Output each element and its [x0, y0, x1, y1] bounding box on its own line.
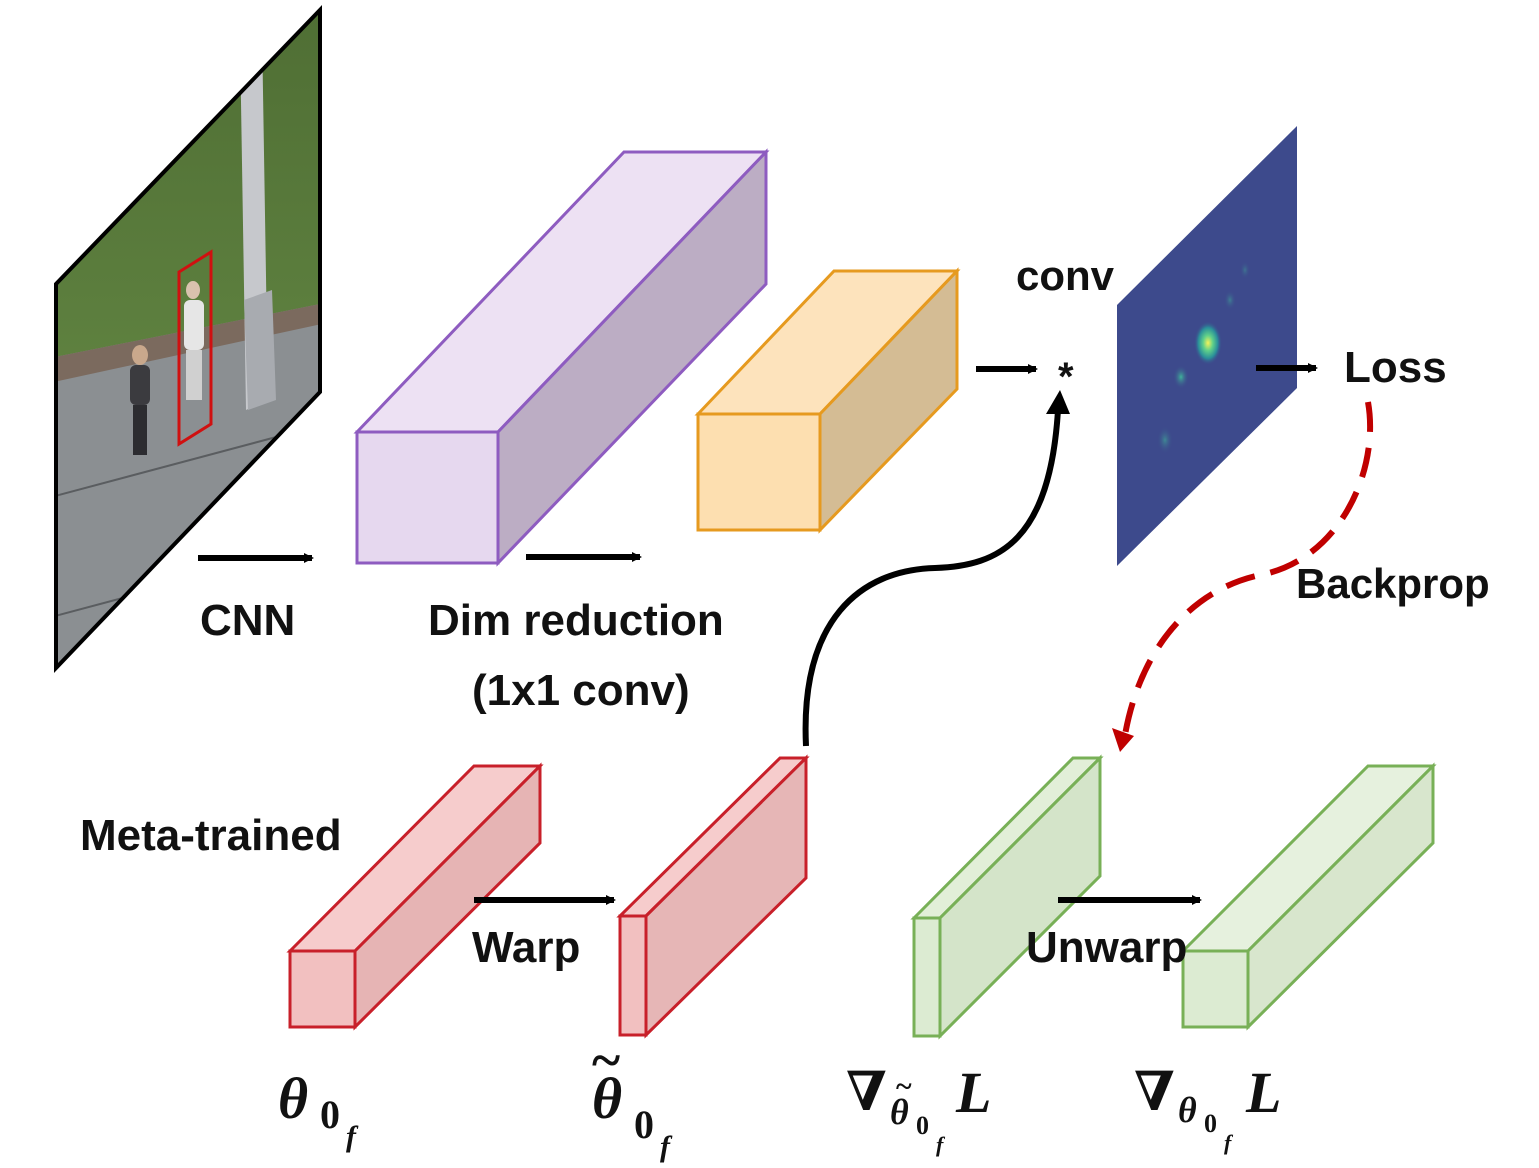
cnn-label: CNN [200, 596, 295, 645]
svg-text:~: ~ [896, 1070, 912, 1103]
gradient-math-label: ∇ θ 0 f L [1134, 1060, 1281, 1155]
warp-label: Warp [472, 923, 580, 972]
svg-text:0: 0 [1204, 1109, 1217, 1138]
backprop-arrow [1122, 401, 1374, 736]
svg-text:f: f [1224, 1130, 1234, 1155]
svg-text:f: f [346, 1120, 359, 1153]
meta-trained-label: Meta-trained [80, 811, 342, 860]
input-frame-image [54, 5, 322, 673]
backprop-label: Backprop [1296, 560, 1490, 607]
svg-text:0: 0 [916, 1111, 929, 1140]
dim-reduction-label: Dim reduction [428, 596, 724, 645]
unwarp-label: Unwarp [1026, 923, 1187, 972]
svg-text:θ: θ [1178, 1090, 1197, 1130]
target-bounding-box [177, 249, 213, 447]
feature-block-purple [353, 148, 770, 567]
gradient-block-unwarped [1179, 762, 1437, 1031]
svg-text:f: f [660, 1130, 673, 1163]
svg-text:f: f [936, 1132, 946, 1157]
response-map [1117, 126, 1297, 566]
feature-block-orange [694, 267, 961, 534]
conv-operator: * [1058, 355, 1074, 399]
svg-text:0: 0 [634, 1102, 654, 1147]
svg-text:L: L [1245, 1060, 1281, 1125]
svg-text:θ: θ [592, 1066, 622, 1131]
filter-block-meta-trained [286, 762, 544, 1031]
theta-math-label: θ 0 f [278, 1066, 359, 1153]
svg-text:L: L [955, 1060, 991, 1125]
svg-text:∇: ∇ [846, 1062, 887, 1122]
filter-block-warped [616, 754, 810, 1039]
svg-text:~: ~ [592, 1030, 620, 1090]
warped-theta-math-label: ~ θ 0 f [592, 1030, 673, 1163]
svg-text:θ: θ [890, 1092, 909, 1132]
dim-reduction-sublabel: (1x1 conv) [472, 666, 690, 715]
svg-text:∇: ∇ [1134, 1062, 1175, 1122]
loss-label: Loss [1344, 343, 1447, 392]
conv-label: conv [1016, 252, 1115, 299]
svg-text:θ: θ [278, 1066, 308, 1131]
svg-text:0: 0 [320, 1092, 340, 1137]
gradient-block-warped [910, 754, 1104, 1040]
filter-to-conv-arrow [802, 409, 1061, 747]
warped-gradient-math-label: ∇ ~ θ 0 f L [846, 1060, 991, 1157]
